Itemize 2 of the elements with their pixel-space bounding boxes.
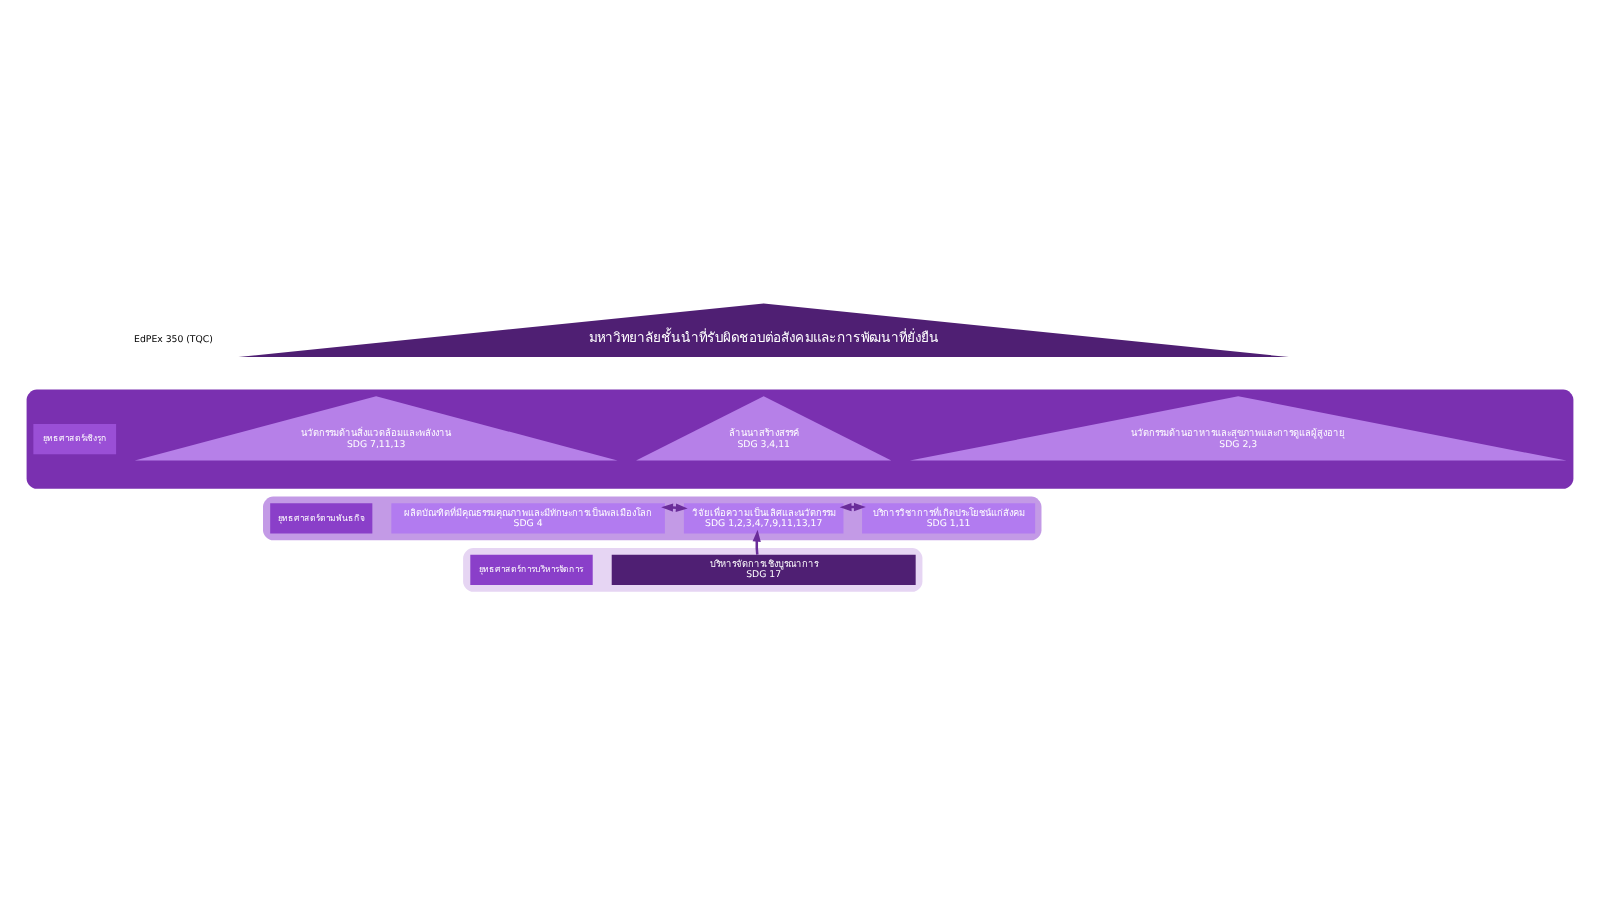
cluster xyxy=(463,546,923,591)
cluster xyxy=(26,388,1574,488)
